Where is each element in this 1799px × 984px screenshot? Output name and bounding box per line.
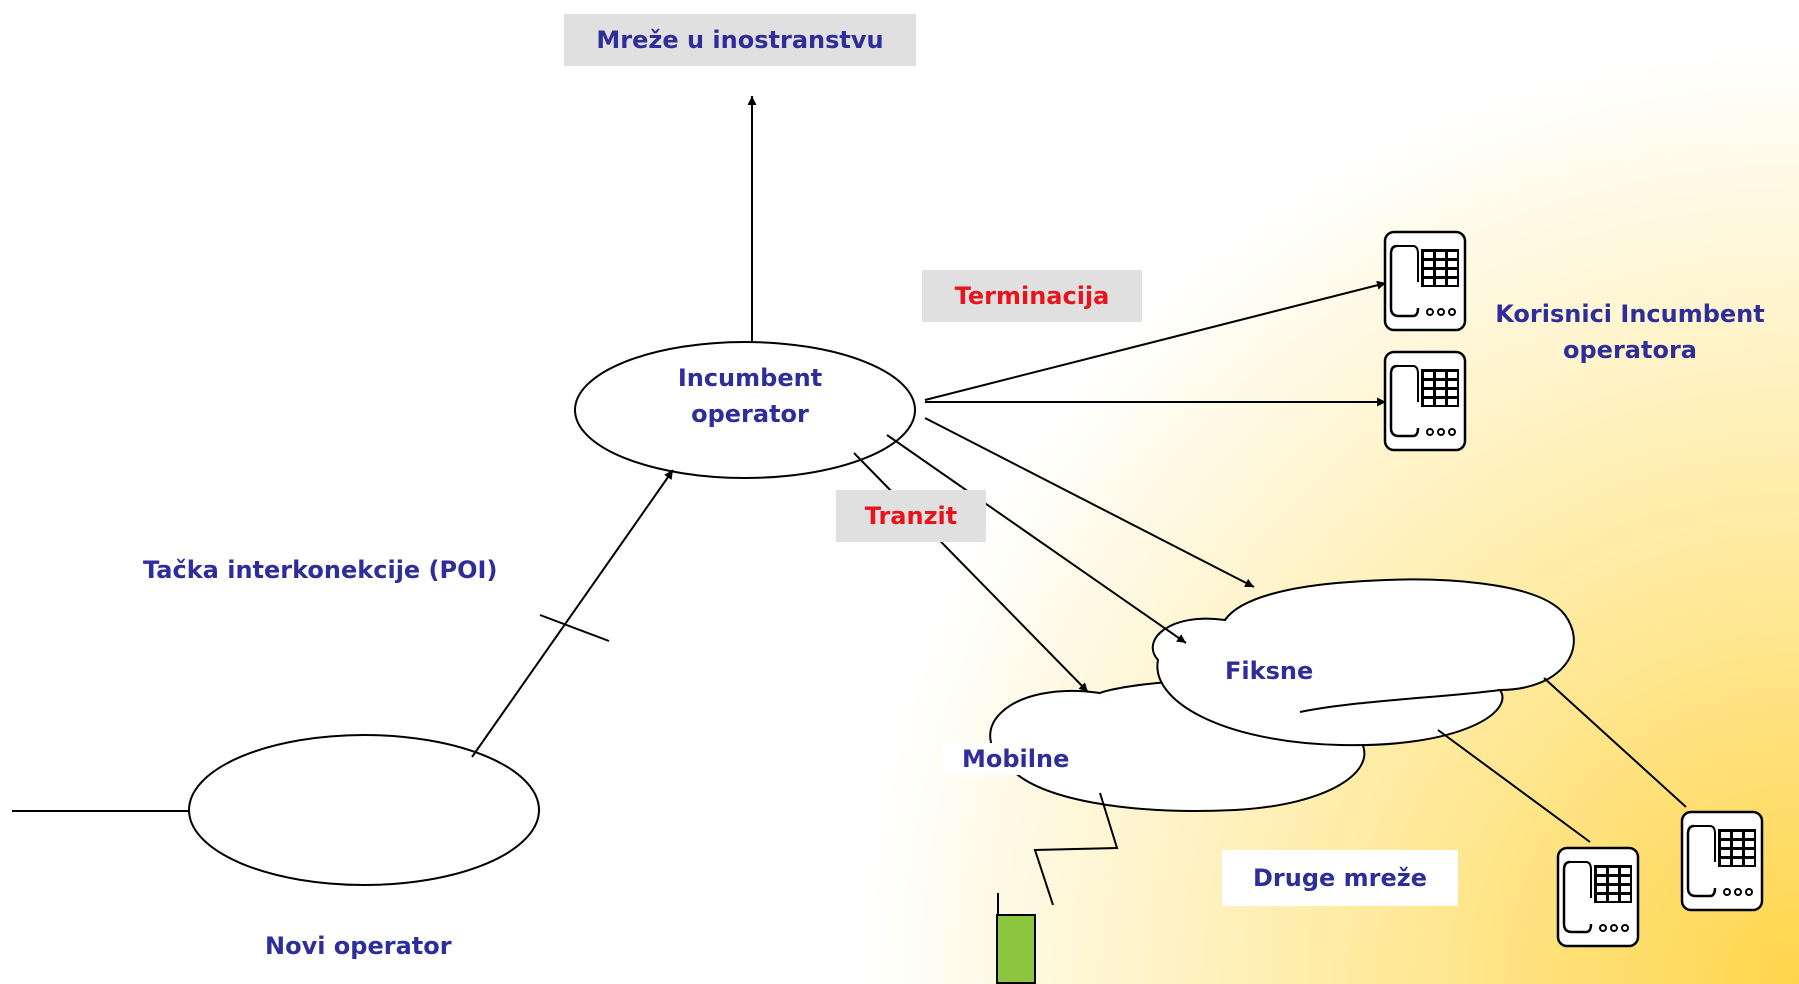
radio-link-zigzag	[1033, 792, 1119, 906]
desk-phone-icon	[1680, 810, 1764, 912]
fixed-to-phone-1	[1437, 729, 1591, 843]
arrow-transit-fixed-2	[886, 434, 1187, 644]
fixed-networks-label: Fiksne	[1225, 657, 1314, 685]
fixed-to-phone-2	[1543, 677, 1687, 808]
foreign-networks-label: Mreže u inostranstvu	[564, 14, 916, 66]
arrow-new-to-incumbent	[471, 469, 674, 758]
incumbent-operator-node	[574, 341, 916, 479]
mobile-networks-label: Mobilne	[942, 743, 1090, 775]
incumbent-operator-label: Incumbent operator	[677, 364, 823, 428]
arrow-transit-fixed-1	[924, 417, 1255, 588]
desk-phone-icon	[1383, 350, 1467, 452]
desk-phone-icon	[1556, 846, 1640, 948]
fixed-cloud-inner-line	[1299, 689, 1501, 713]
arrow-transit-mobile	[853, 452, 1089, 693]
mobile-phone-icon	[996, 914, 1036, 984]
arrow-termination-1	[924, 280, 1387, 401]
transit-label: Tranzit	[836, 490, 986, 542]
incumbent-users-label: Korisnici Incumbent operatora	[1495, 300, 1765, 364]
fixed-network-cloud	[1151, 578, 1575, 747]
poi-marker	[539, 614, 610, 642]
other-networks-label: Druge mreže	[1222, 850, 1458, 906]
poi-label: Tačka interkonekcije (POI)	[143, 556, 498, 584]
new-operator-label: Novi operator	[265, 932, 452, 960]
termination-label: Terminacija	[922, 270, 1142, 322]
desk-phone-icon	[1383, 230, 1467, 332]
new-operator-node	[188, 734, 540, 886]
